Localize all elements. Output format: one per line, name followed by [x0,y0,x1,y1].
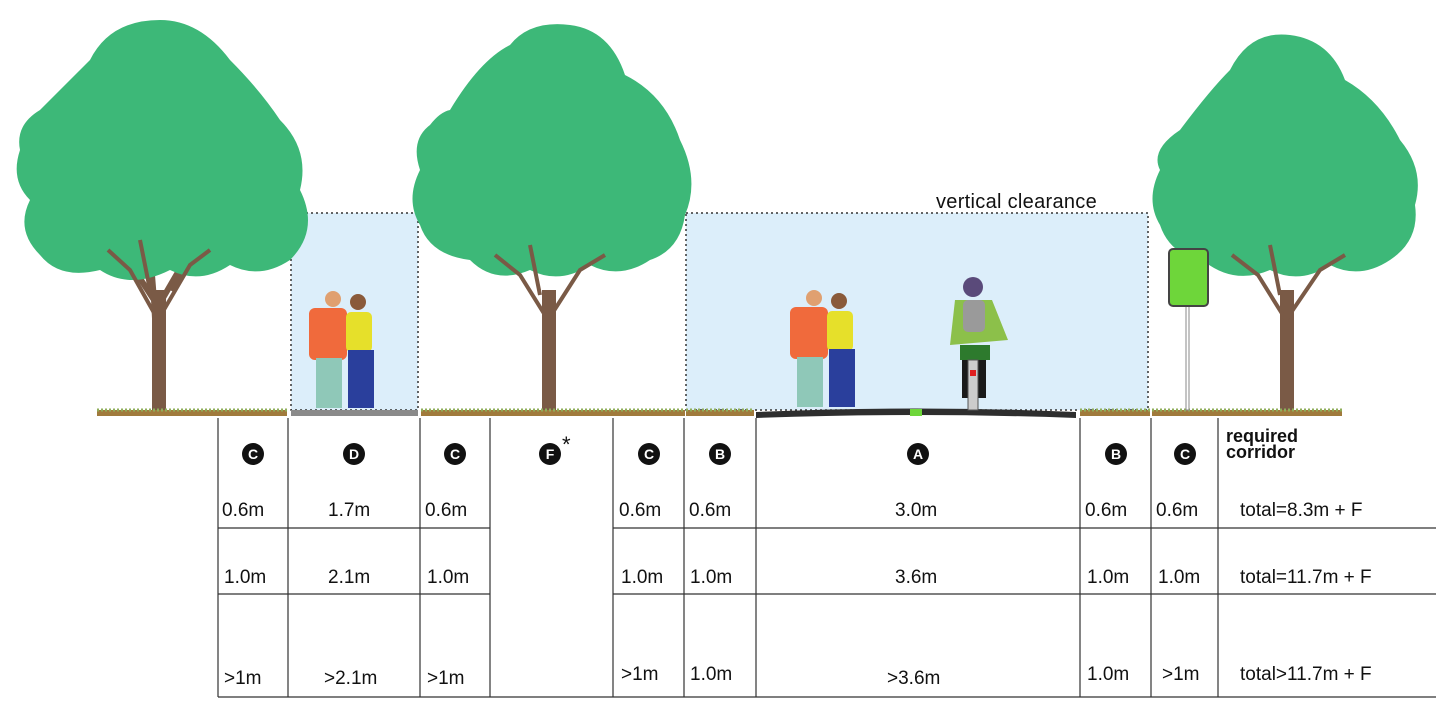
column-badge-c: C [1174,443,1196,465]
required-corridor-line1: required [1226,426,1299,446]
column-badge-f: F [539,443,561,465]
required-corridor-line2: corridor [1226,442,1296,462]
column-badge-b: B [709,443,731,465]
cell-c2-row3: >1m [427,668,465,689]
cell-total-row2: total=11.7m + F [1240,567,1372,588]
tree-icon [412,24,692,411]
path-clearance-zone [685,212,1149,411]
cell-c1-row3: >1m [224,668,262,689]
cyclist-icon [950,277,1008,411]
table-grid [217,418,1436,698]
cell-c3-row3: >1m [621,664,659,685]
cell-d-row2: 2.1m [328,567,371,588]
path-centerline-marker [910,409,922,416]
pedestrians-icon [790,290,855,407]
cell-a-row2: 3.6m [895,567,938,588]
column-badge-a: A [907,443,929,465]
column-badge-d: D [343,443,365,465]
required-corridor-header: required corridor [1226,426,1299,462]
cell-c1-row1: 0.6m [222,500,265,521]
vertical-clearance-label: vertical clearance [936,191,1098,213]
tree-icon [1152,34,1418,411]
cell-total-row3: total>11.7m + F [1240,664,1372,685]
cell-total-row1: total=8.3m + F [1240,500,1363,521]
column-badge-c: C [444,443,466,465]
tree-icon [16,20,309,411]
cell-a-row3: >3.6m [887,668,941,689]
sign-icon [1168,248,1209,411]
cell-c2-row2: 1.0m [427,567,470,588]
cell-d-row1: 1.7m [328,500,371,521]
cell-b1-row1: 0.6m [689,500,732,521]
cell-c4-row1: 0.6m [1156,500,1199,521]
cell-b2-row3: 1.0m [1087,664,1130,685]
cell-c3-row2: 1.0m [621,567,664,588]
cell-c4-row3: >1m [1162,664,1200,685]
column-f-asterisk: * [562,432,571,457]
cell-c1-row2: 1.0m [224,567,267,588]
cell-c4-row2: 1.0m [1158,567,1201,588]
ground-strips [97,408,1342,416]
cell-a-row1: 3.0m [895,500,938,521]
cell-b1-row2: 1.0m [690,567,733,588]
cell-c2-row1: 0.6m [425,500,468,521]
cell-d-row3: >2.1m [324,668,378,689]
cell-b1-row3: 1.0m [690,664,733,685]
cell-c3-row1: 0.6m [619,500,662,521]
column-badge-b: B [1105,443,1127,465]
column-badge-c: C [638,443,660,465]
cell-b2-row2: 1.0m [1087,567,1130,588]
cell-b2-row1: 0.6m [1085,500,1128,521]
pedestrians-icon [309,291,374,408]
column-badge-c: C [242,443,264,465]
